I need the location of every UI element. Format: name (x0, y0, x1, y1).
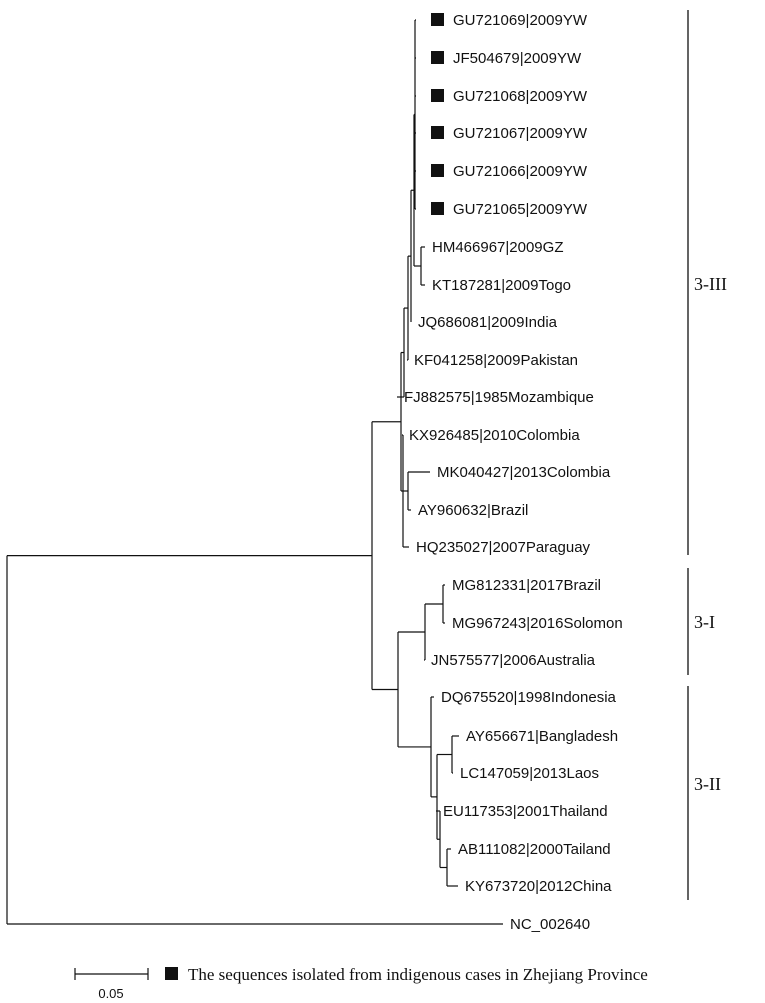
leaf-label: AB111082|2000Tailand (458, 841, 611, 858)
leaf-label: GU721067|2009YW (453, 125, 588, 142)
leaf-label: GU721068|2009YW (453, 88, 588, 105)
leaf-label: MG812331|2017Brazil (452, 577, 601, 594)
indigenous-case-marker (431, 51, 444, 64)
leaf-label: KT187281|2009Togo (432, 277, 571, 294)
indigenous-case-marker (431, 126, 444, 139)
leaf-label: HM466967|2009GZ (432, 239, 563, 256)
leaf-label: AY656671|Bangladesh (466, 728, 618, 745)
leaf-label: MK040427|2013Colombia (437, 464, 611, 481)
leaf-label: HQ235027|2007Paraguay (416, 539, 591, 556)
legend-marker-square (165, 967, 178, 980)
indigenous-case-marker (431, 13, 444, 26)
leaf-label: DQ675520|1998Indonesia (441, 689, 617, 706)
leaf-label: KX926485|2010Colombia (409, 427, 580, 444)
leaf-label: KF041258|2009Pakistan (414, 352, 578, 369)
clade-label: 3-III (694, 274, 727, 294)
leaf-label: GU721066|2009YW (453, 163, 588, 180)
leaf-label: AY960632|Brazil (418, 502, 528, 519)
leaf-label: EU117353|2001Thailand (443, 803, 608, 820)
leaf-label: LC147059|2013Laos (460, 765, 599, 782)
leaf-label: MG967243|2016Solomon (452, 615, 623, 632)
legend: The sequences isolated from indigenous c… (165, 965, 648, 984)
leaf-label: GU721065|2009YW (453, 201, 588, 218)
leaf-label: GU721069|2009YW (453, 12, 588, 29)
clade-label: 3-II (694, 774, 721, 794)
leaf-label: FJ882575|1985Mozambique (404, 389, 594, 406)
tree-leaves: GU721069|2009YW JF504679|2009YW GU721068|2… (404, 12, 623, 933)
leaf-label: JQ686081|2009India (418, 314, 558, 331)
indigenous-case-marker (431, 202, 444, 215)
clade-label: 3-I (694, 612, 715, 632)
legend-text: The sequences isolated from indigenous c… (188, 965, 648, 984)
indigenous-case-marker (431, 164, 444, 177)
leaf-label: JN575577|2006Australia (431, 652, 596, 669)
scale-bar-label: 0.05 (98, 986, 123, 1001)
leaf-label: JF504679|2009YW (453, 50, 582, 67)
scale-bar: 0.05 (74, 968, 149, 1001)
tree-branches (6, 19, 503, 925)
leaf-label: KY673720|2012China (465, 878, 612, 895)
indigenous-case-marker (431, 89, 444, 102)
leaf-label: NC_002640 (510, 916, 590, 933)
clade-brackets: 3-III 3-I 3-II (687, 10, 727, 900)
